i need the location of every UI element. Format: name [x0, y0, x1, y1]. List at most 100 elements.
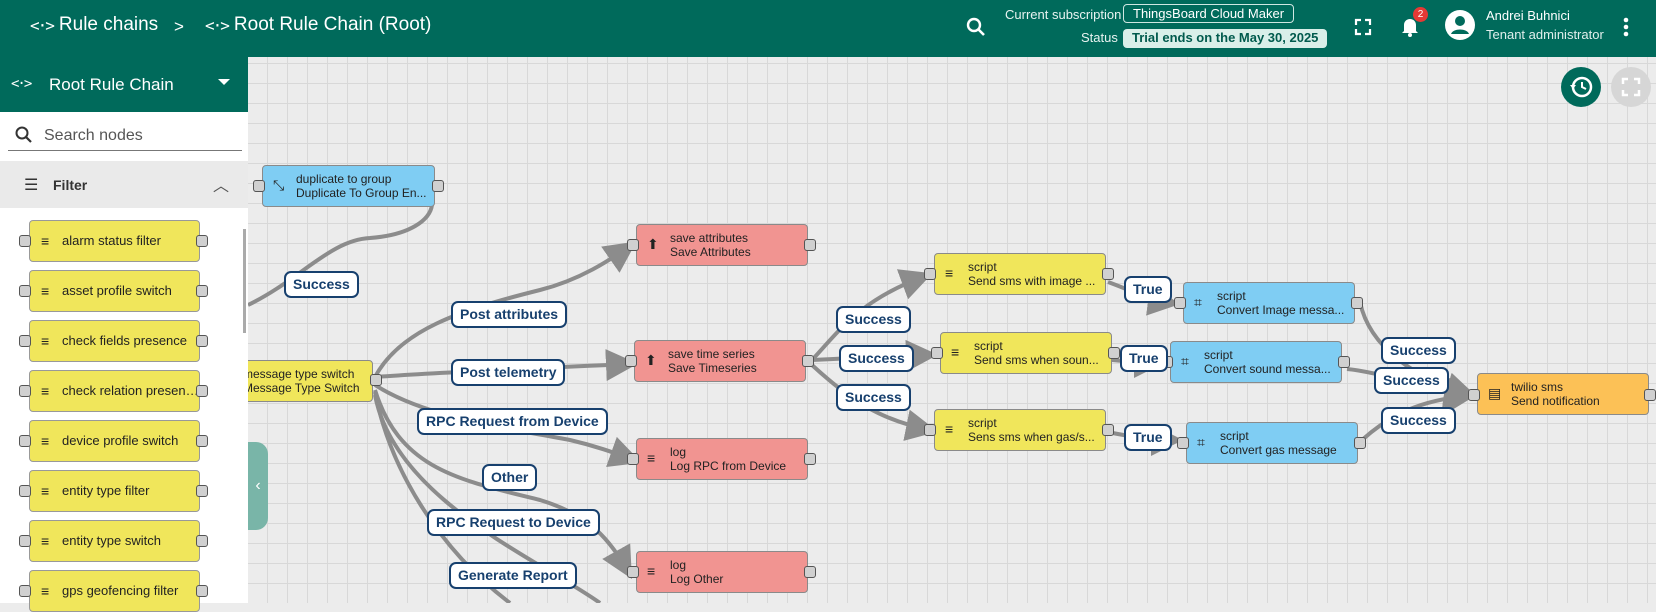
library-node[interactable]: ≡asset profile switch: [29, 270, 200, 312]
node-input-port[interactable]: [627, 239, 639, 251]
filter-icon: ≡: [41, 283, 50, 299]
node-output-port[interactable]: [802, 355, 814, 367]
node-port: [196, 285, 208, 297]
label-true[interactable]: True: [1124, 424, 1172, 451]
account-circle-icon[interactable]: [1444, 9, 1476, 41]
label-success[interactable]: Success: [1381, 337, 1456, 364]
library-node[interactable]: ≡check relation presence: [29, 370, 200, 412]
node-output-port[interactable]: [804, 566, 816, 578]
search-nodes-input[interactable]: Search nodes: [8, 117, 242, 151]
node-input-port[interactable]: [625, 355, 637, 367]
label-success[interactable]: Success: [836, 306, 911, 333]
node-port: [19, 535, 31, 547]
menu-lines-icon: ≡: [647, 563, 656, 579]
node-port: [19, 585, 31, 597]
node-port: [19, 335, 31, 347]
node-script-gas[interactable]: ≡ script Sens sms when gas/s...: [934, 409, 1106, 451]
node-output-port[interactable]: [804, 453, 816, 465]
library-node[interactable]: ≡alarm status filter: [29, 220, 200, 262]
node-port: [196, 535, 208, 547]
label-post-attributes[interactable]: Post attributes: [451, 301, 568, 328]
node-input-port[interactable]: [924, 424, 936, 436]
node-port: [196, 585, 208, 597]
breadcrumb-current: <·> Root Rule Chain (Root): [205, 14, 432, 35]
library-node[interactable]: ≡device profile switch: [29, 420, 200, 462]
library-node[interactable]: ≡entity type filter: [29, 470, 200, 512]
node-save-attributes[interactable]: ⬆ save attributes Save Attributes: [636, 224, 808, 266]
node-twilio-sms[interactable]: ▤ twilio sms Send notification: [1477, 373, 1649, 415]
node-message-type-switch[interactable]: message type switch Message Type Switch: [230, 360, 373, 402]
search-icon: [15, 126, 32, 143]
version-history-button[interactable]: [1561, 67, 1601, 107]
rule-chain-selector[interactable]: <·> Root Rule Chain: [0, 57, 248, 112]
node-script-sound[interactable]: ≡ script Send sms when soun...: [940, 332, 1112, 374]
upload-icon: ⬆: [647, 236, 659, 252]
rule-chain-canvas[interactable]: [0, 57, 1656, 603]
library-node[interactable]: ≡entity type switch: [29, 520, 200, 562]
node-port: [196, 385, 208, 397]
node-convert-sound[interactable]: ⌗ script Convert sound messa...: [1170, 341, 1342, 383]
node-log-other[interactable]: ≡ log Log Other: [636, 551, 808, 593]
breadcrumb-rule-chains[interactable]: <·> Rule chains: [30, 14, 159, 35]
fullscreen-icon[interactable]: [1352, 16, 1374, 38]
label-success[interactable]: Success: [1374, 367, 1449, 394]
crop-icon: ⌗: [1181, 353, 1189, 369]
label-true[interactable]: True: [1124, 276, 1172, 303]
label-rpc-from-device[interactable]: RPC Request from Device: [417, 408, 608, 435]
label-true[interactable]: True: [1120, 345, 1168, 372]
category-filter-header[interactable]: ☰ Filter ︿: [0, 161, 248, 208]
node-convert-image[interactable]: ⌗ script Convert Image messa...: [1183, 282, 1355, 324]
node-port: [19, 385, 31, 397]
sidebar-scrollbar[interactable]: [243, 229, 246, 333]
node-input-port[interactable]: [627, 453, 639, 465]
node-output-port[interactable]: [1644, 389, 1656, 401]
label-success[interactable]: Success: [839, 345, 914, 372]
more-vert-icon[interactable]: [1618, 15, 1634, 39]
link-other: [373, 389, 632, 579]
link-post-attributes: [373, 241, 637, 378]
subscription-plan[interactable]: ThingsBoard Cloud Maker: [1123, 4, 1295, 23]
node-save-timeseries[interactable]: ⬆ save time series Save Timeseries: [634, 340, 806, 382]
label-success[interactable]: Success: [1381, 407, 1456, 434]
label-generate-report[interactable]: Generate Report: [449, 562, 577, 589]
node-input-port[interactable]: [1177, 437, 1189, 449]
collapse-sidebar-button[interactable]: ‹: [248, 442, 268, 530]
label-success[interactable]: Success: [836, 384, 911, 411]
node-output-port[interactable]: [1102, 268, 1114, 280]
node-output-port[interactable]: [1108, 347, 1120, 359]
bell-icon[interactable]: [1398, 14, 1422, 38]
node-output-port[interactable]: [432, 180, 444, 192]
label-other[interactable]: Other: [482, 464, 538, 491]
node-input-port[interactable]: [253, 180, 265, 192]
node-input-port[interactable]: [1468, 389, 1480, 401]
node-script-image[interactable]: ≡ script Send sms with image ...: [934, 253, 1106, 295]
node-output-port[interactable]: [370, 374, 382, 386]
search-icon[interactable]: [964, 15, 988, 39]
node-input-port[interactable]: [1174, 297, 1186, 309]
chevron-left-icon: ‹: [255, 477, 261, 494]
node-log-rpc[interactable]: ≡ log Log RPC from Device: [636, 438, 808, 480]
label-post-telemetry[interactable]: Post telemetry: [451, 359, 566, 386]
library-node[interactable]: ≡gps geofencing filter: [29, 570, 200, 612]
user-name[interactable]: Andrei Buhnici: [1486, 8, 1570, 23]
node-input-port[interactable]: [924, 268, 936, 280]
filter-icon: ≡: [41, 533, 50, 549]
label-rpc-to-device[interactable]: RPC Request to Device: [427, 509, 600, 536]
label-success[interactable]: Success: [284, 271, 359, 298]
rule-chain-icon: <·>: [205, 15, 230, 35]
menu-lines-icon: ≡: [647, 450, 656, 466]
fullscreen-canvas-button[interactable]: [1611, 67, 1651, 107]
node-duplicate-to-group[interactable]: ⤡ duplicate to group Duplicate To Group …: [262, 165, 435, 207]
node-output-port[interactable]: [1351, 297, 1363, 309]
node-output-port[interactable]: [1338, 356, 1350, 368]
node-output-port[interactable]: [1354, 437, 1366, 449]
node-port: [19, 485, 31, 497]
node-input-port[interactable]: [627, 566, 639, 578]
filter-icon: ≡: [41, 483, 50, 499]
library-node[interactable]: ≡check fields presence: [29, 320, 200, 362]
node-output-port[interactable]: [804, 239, 816, 251]
node-output-port[interactable]: [1102, 424, 1114, 436]
node-convert-gas[interactable]: ⌗ script Convert gas message: [1186, 422, 1358, 464]
node-input-port[interactable]: [931, 347, 943, 359]
filter-icon: ≡: [951, 344, 960, 360]
